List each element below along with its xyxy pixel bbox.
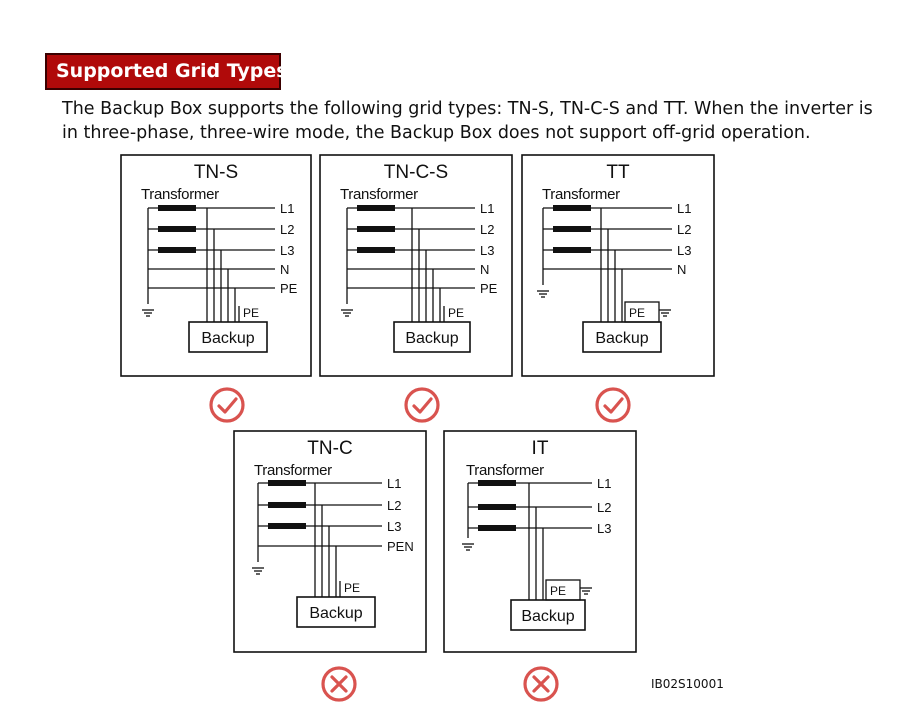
pe-local-box (545, 579, 581, 601)
diagram-frame (521, 154, 715, 377)
transformer-coil (553, 247, 591, 253)
check-circle-icon (595, 387, 631, 423)
rail-label: L1 (597, 476, 611, 491)
rail-label: L2 (597, 500, 611, 515)
transformer-coil (553, 205, 591, 211)
transformer-coil (158, 247, 196, 253)
rail-label: L3 (677, 243, 691, 258)
check-mark (217, 397, 238, 414)
diagram-title: IT (532, 438, 549, 459)
rail-label: L2 (387, 498, 401, 513)
pe-label: PE (629, 306, 645, 320)
pe-label: PE (344, 581, 360, 595)
pe-local-box (624, 301, 660, 323)
transformer-coil (268, 523, 306, 529)
transformer-label: Transformer (466, 462, 544, 479)
transformer-label: Transformer (542, 186, 620, 203)
check-circle-icon (209, 387, 245, 423)
diagram-title: TT (606, 162, 630, 183)
transformer-coil (357, 205, 395, 211)
transformer-coil (268, 480, 306, 486)
transformer-coil (478, 525, 516, 531)
pe-label: PE (550, 584, 566, 598)
diagram-frame (120, 154, 312, 377)
backup-label: Backup (405, 330, 458, 347)
transformer-label: Transformer (254, 462, 332, 479)
rail-label: L3 (480, 243, 494, 258)
check-mark (603, 397, 624, 414)
backup-label: Backup (595, 330, 648, 347)
transformer-coil (553, 226, 591, 232)
rail-label: PE (480, 281, 498, 296)
rail-label: N (480, 262, 489, 277)
rail-label: N (280, 262, 289, 277)
rail-label: PE (280, 281, 298, 296)
transformer-label: Transformer (141, 186, 219, 203)
check-circle-icon (404, 387, 440, 423)
rail-label: L2 (677, 222, 691, 237)
rail-label: L1 (677, 201, 691, 216)
backup-label: Backup (201, 330, 254, 347)
rail-label: L2 (280, 222, 294, 237)
check-circle-icon (595, 387, 631, 423)
figure-code: IB02S10001 (651, 677, 724, 691)
rail-label: L3 (597, 521, 611, 536)
diagram-frame (443, 430, 637, 653)
diagram-title: TN-C (307, 438, 352, 459)
rail-label: L1 (480, 201, 494, 216)
cross-mark (330, 675, 348, 693)
transformer-coil (357, 247, 395, 253)
transformer-coil (478, 504, 516, 510)
intro-paragraph: The Backup Box supports the following gr… (62, 99, 873, 143)
check-circle-icon (209, 387, 245, 423)
diagram-frame (319, 154, 513, 377)
transformer-label: Transformer (340, 186, 418, 203)
backup-label: Backup (521, 608, 574, 625)
pe-label: PE (448, 306, 464, 320)
rail-label: L3 (280, 243, 294, 258)
check-mark (412, 397, 433, 414)
rail-label: N (677, 262, 686, 277)
check-circle-icon (404, 387, 440, 423)
transformer-coil (357, 226, 395, 232)
transformer-coil (478, 480, 516, 486)
rail-label: PEN (387, 539, 414, 554)
diagram-frame (233, 430, 427, 653)
transformer-coil (158, 226, 196, 232)
backup-box (393, 321, 471, 353)
rail-label: L1 (387, 476, 401, 491)
transformer-coil (268, 502, 306, 508)
diagram-title: TN-S (194, 162, 238, 183)
section-heading: Supported Grid Types (45, 53, 288, 90)
transformer-coil (158, 205, 196, 211)
rail-label: L3 (387, 519, 401, 534)
backup-label: Backup (309, 605, 362, 622)
cross-circle-icon (523, 666, 559, 702)
cross-mark (532, 675, 550, 693)
rail-label: L2 (480, 222, 494, 237)
pe-label: PE (243, 306, 259, 320)
diagram-title: TN-C-S (384, 162, 448, 183)
cross-circle-icon (321, 666, 357, 702)
rail-label: L1 (280, 201, 294, 216)
